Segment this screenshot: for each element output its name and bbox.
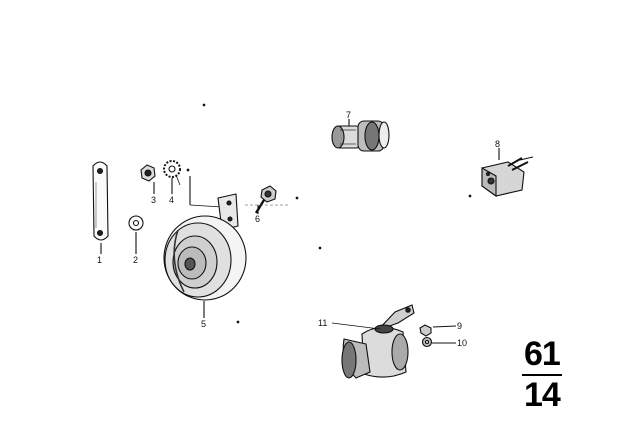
- callout-11: 11: [318, 318, 328, 328]
- part-10-washer: [421, 336, 456, 348]
- callout-10: 10: [457, 338, 468, 348]
- part-3-nut: [140, 164, 156, 194]
- group-divider: [522, 374, 562, 376]
- part-1-bracket: [92, 161, 109, 254]
- part-4-lock-washer: [163, 160, 181, 194]
- callout-6: 6: [255, 214, 261, 224]
- callout-4: 4: [169, 195, 175, 205]
- callout-2: 2: [133, 255, 139, 265]
- callout-1: 1: [97, 255, 103, 265]
- part-8-relay: [481, 148, 534, 198]
- callout-9: 9: [457, 321, 463, 331]
- callout-8: 8: [495, 139, 501, 149]
- callout-3: 3: [151, 195, 157, 205]
- group-number-main: 61: [524, 335, 561, 373]
- part-7-connector: [331, 119, 390, 152]
- part-5-horn: [163, 193, 247, 318]
- callout-5: 5: [201, 319, 207, 329]
- part-11-horn-assembly: [331, 304, 415, 379]
- part-9-nut: [419, 324, 457, 337]
- part-6-bolt: [245, 185, 290, 214]
- part-2-washer: [128, 215, 144, 254]
- group-number-sub: 14: [524, 376, 561, 414]
- callout-7: 7: [346, 110, 352, 120]
